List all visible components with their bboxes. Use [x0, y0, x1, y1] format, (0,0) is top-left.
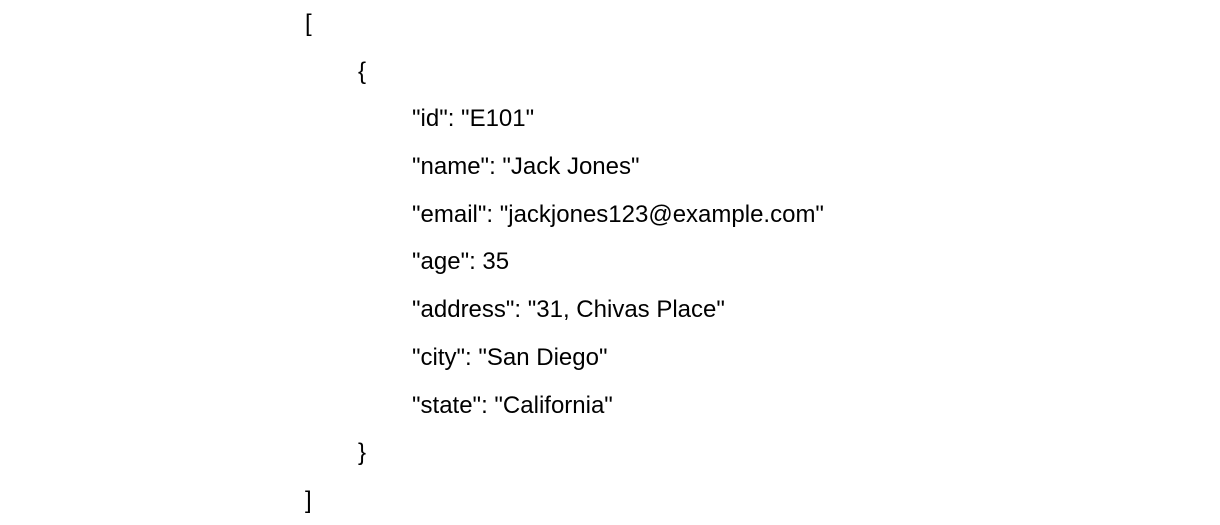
json-line-email: "email": "jackjones123@example.com" — [412, 200, 824, 228]
json-line-name: "name": "Jack Jones" — [412, 153, 640, 181]
json-line-id: "id": "E101" — [412, 105, 535, 133]
json-line-array-open: [ — [305, 10, 312, 37]
json-line-array-close: ] — [305, 486, 312, 514]
json-line-city: "city": "San Diego" — [412, 343, 608, 371]
json-line-object-close: } — [358, 439, 367, 467]
json-line-age: "age": 35 — [412, 248, 510, 276]
json-line-object-open: { — [358, 57, 367, 85]
json-line-state: "state": "California" — [412, 391, 613, 419]
json-line-address: "address": "31, Chivas Place" — [412, 296, 725, 324]
